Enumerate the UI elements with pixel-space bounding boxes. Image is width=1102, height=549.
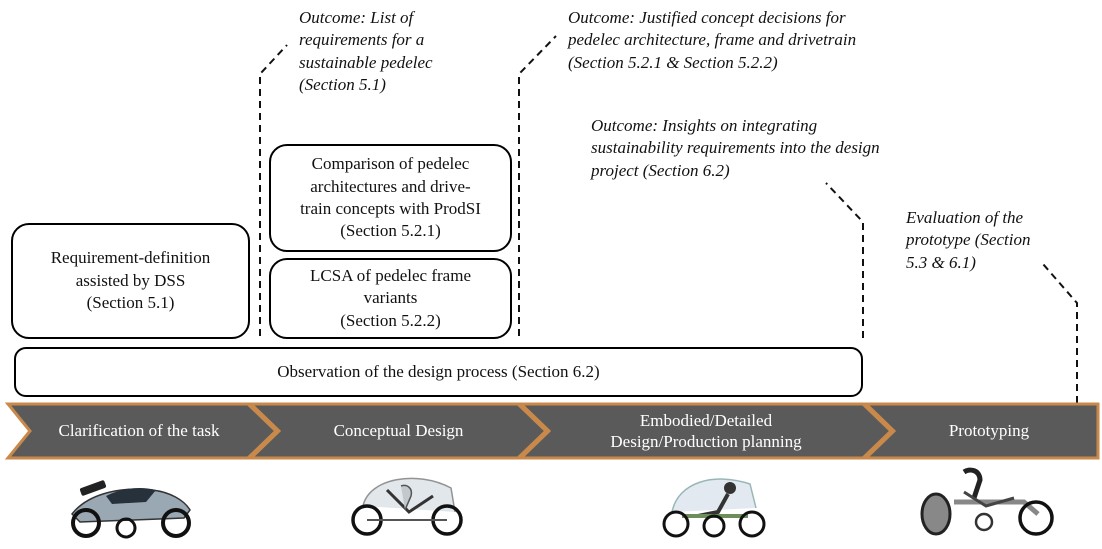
connector-requirements [259,44,288,336]
outcome-concept-decisions: Outcome: Justified concept decisions for… [568,8,857,72]
phase-clarification-arrow [4,402,279,460]
trike-canopy-rider-image [662,478,766,538]
requirement-definition-box: Requirement-definition assisted by DSS (… [11,223,250,339]
recumbent-trike-canopy-image [351,477,463,536]
phase-label-clarification: Clarification of the task [58,421,220,441]
phase-label-prototyping: Prototyping [948,421,1030,441]
phase-bar [4,402,1100,460]
velomobile-image [71,480,191,539]
phase-conceptual-arrow [247,402,549,460]
observation-text: Observation of the design process (Secti… [277,361,600,381]
outcome-evaluation: Evaluation of the prototype (Section 5.3… [906,208,1031,272]
phase-prototyping-arrow [862,402,1100,460]
phase-label-embodied: Embodied/Detailed Design/Production plan… [610,410,802,451]
connector-concept-decisions [518,35,557,336]
phase-label-conceptual: Conceptual Design [333,421,464,441]
comparison-box: Comparison of pedelec architectures and … [269,144,512,252]
lcsa-text: LCSA of pedelec frame variants (Section … [310,265,471,330]
outcome-requirements: Outcome: List of requirements for a sust… [299,8,433,95]
connector-evaluation [1042,263,1078,403]
outcome-insights: Outcome: Insights on integrating sustain… [591,116,880,180]
prototype-trike-image [920,467,1054,536]
observation-box: Observation of the design process (Secti… [14,347,863,397]
lcsa-box: LCSA of pedelec frame variants (Section … [269,258,512,339]
phase-embodied-arrow [517,402,894,460]
requirement-definition-text: Requirement-definition assisted by DSS (… [50,248,211,313]
connector-insights [825,182,864,338]
comparison-text: Comparison of pedelec architectures and … [300,154,481,241]
